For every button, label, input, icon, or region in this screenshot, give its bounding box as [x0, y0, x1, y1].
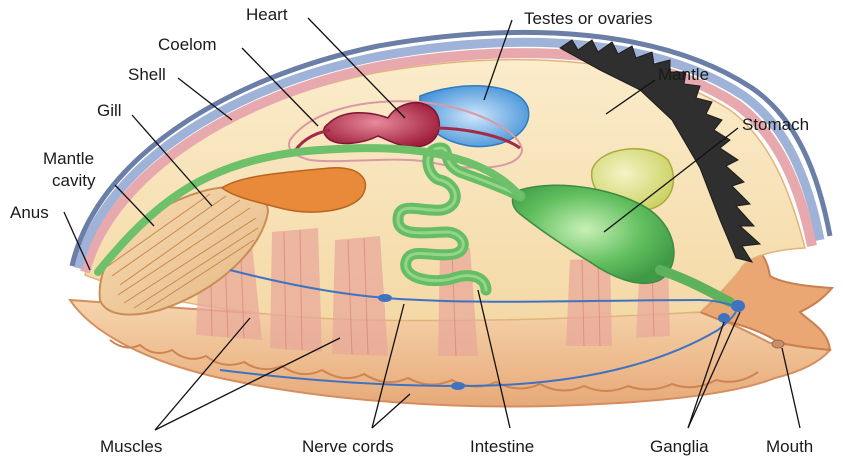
label-gill: Gill: [97, 101, 122, 120]
label-mantle-cavity-line2: cavity: [52, 171, 96, 190]
nerve-ganglion-lower: [451, 382, 465, 390]
label-mouth: Mouth: [766, 437, 813, 456]
label-muscles: Muscles: [100, 437, 162, 456]
label-testes-or-ovaries: Testes or ovaries: [524, 9, 653, 28]
ganglion-1: [731, 300, 745, 312]
label-heart: Heart: [246, 5, 288, 24]
label-coelom: Coelom: [158, 35, 217, 54]
ganglion-2: [718, 313, 730, 323]
label-mantle: Mantle: [658, 65, 709, 84]
label-ganglia: Ganglia: [650, 437, 709, 456]
label-anus: Anus: [10, 203, 49, 222]
nerve-ganglion-mid: [378, 294, 392, 302]
label-intestine: Intestine: [470, 437, 534, 456]
label-mantle-cavity-line1: Mantle: [43, 149, 94, 168]
mouth-opening: [772, 340, 784, 348]
label-nerve-cords: Nerve cords: [302, 437, 394, 456]
label-shell: Shell: [128, 65, 166, 84]
label-stomach: Stomach: [742, 115, 809, 134]
